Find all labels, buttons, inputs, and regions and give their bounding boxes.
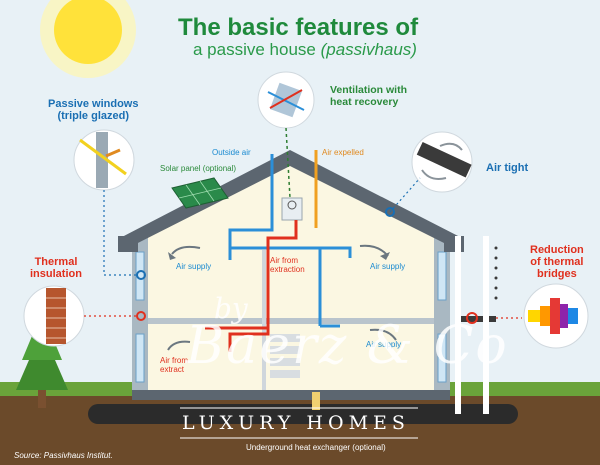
thermal-bridges-label: Reduction of thermal bridges bbox=[530, 244, 584, 280]
air-from-extraction-label: Air from extraction bbox=[270, 256, 305, 274]
air-expelled-label: Air expelled bbox=[322, 148, 364, 157]
passive-windows-label: Passive windows (triple glazed) bbox=[48, 98, 138, 122]
ventilation-line2: heat recovery bbox=[330, 96, 399, 108]
underground-label: Underground heat exchanger (optional) bbox=[246, 443, 386, 452]
air-from-extraction-line2: extraction bbox=[270, 265, 305, 274]
thermal-bridge-icon bbox=[476, 283, 589, 349]
brand-tagline: LUXURY HOMES bbox=[182, 412, 410, 434]
solar-panel-icon bbox=[171, 177, 229, 209]
window-detail-icon bbox=[73, 129, 146, 280]
page-title: The basic features of bbox=[178, 14, 419, 41]
brand-by: by bbox=[214, 292, 248, 325]
subtitle-main: a passive house bbox=[193, 40, 321, 59]
airflow-arrows bbox=[167, 244, 397, 351]
insulation-icon bbox=[23, 285, 146, 347]
air-from-extract-line1: Air from bbox=[160, 356, 188, 365]
earth-pipe bbox=[312, 392, 320, 410]
thermal-line2: insulation bbox=[30, 268, 82, 280]
air-tight-label: Air tight bbox=[486, 162, 529, 174]
reduction-line1: Reduction bbox=[530, 244, 584, 256]
air-supply-right-label: Air supply bbox=[370, 262, 406, 271]
reduction-line2: of thermal bbox=[530, 256, 584, 268]
page-subtitle: a passive house (passivhaus) bbox=[193, 40, 417, 60]
subtitle-italic: (passivhaus) bbox=[320, 40, 417, 59]
source-label: Source: Passivhaus Institut. bbox=[14, 451, 113, 460]
air-from-extraction-line1: Air from bbox=[270, 256, 298, 265]
ventilation-label: Ventilation with heat recovery bbox=[330, 84, 407, 108]
extraction-ducts bbox=[205, 220, 298, 352]
supply-ducts bbox=[228, 154, 352, 328]
brand-name: Baerz & Co bbox=[186, 316, 509, 376]
passive-windows-line1: Passive windows bbox=[48, 98, 139, 110]
reduction-line3: bridges bbox=[537, 268, 577, 280]
underground-pipe bbox=[88, 404, 518, 424]
air-from-extract-line2: extract bbox=[160, 365, 185, 374]
thermal-insulation-label: Thermal insulation bbox=[30, 256, 82, 280]
air-supply-lower-label: Air supply bbox=[366, 340, 402, 349]
sun-icon bbox=[40, 0, 136, 78]
air-supply-left-label: Air supply bbox=[176, 262, 212, 271]
outside-air-label: Outside air bbox=[212, 148, 251, 157]
air-from-extract-label: Air from extract bbox=[160, 356, 188, 374]
ventilation-line1: Ventilation with bbox=[330, 84, 408, 96]
thermal-line1: Thermal bbox=[34, 256, 78, 268]
passive-windows-line2: (triple glazed) bbox=[57, 110, 129, 122]
solar-panel-label: Solar panel (optional) bbox=[160, 164, 237, 173]
house bbox=[118, 150, 464, 400]
air-tight-icon bbox=[385, 131, 473, 217]
balcony bbox=[455, 236, 498, 414]
heat-recovery-icon bbox=[257, 71, 315, 199]
